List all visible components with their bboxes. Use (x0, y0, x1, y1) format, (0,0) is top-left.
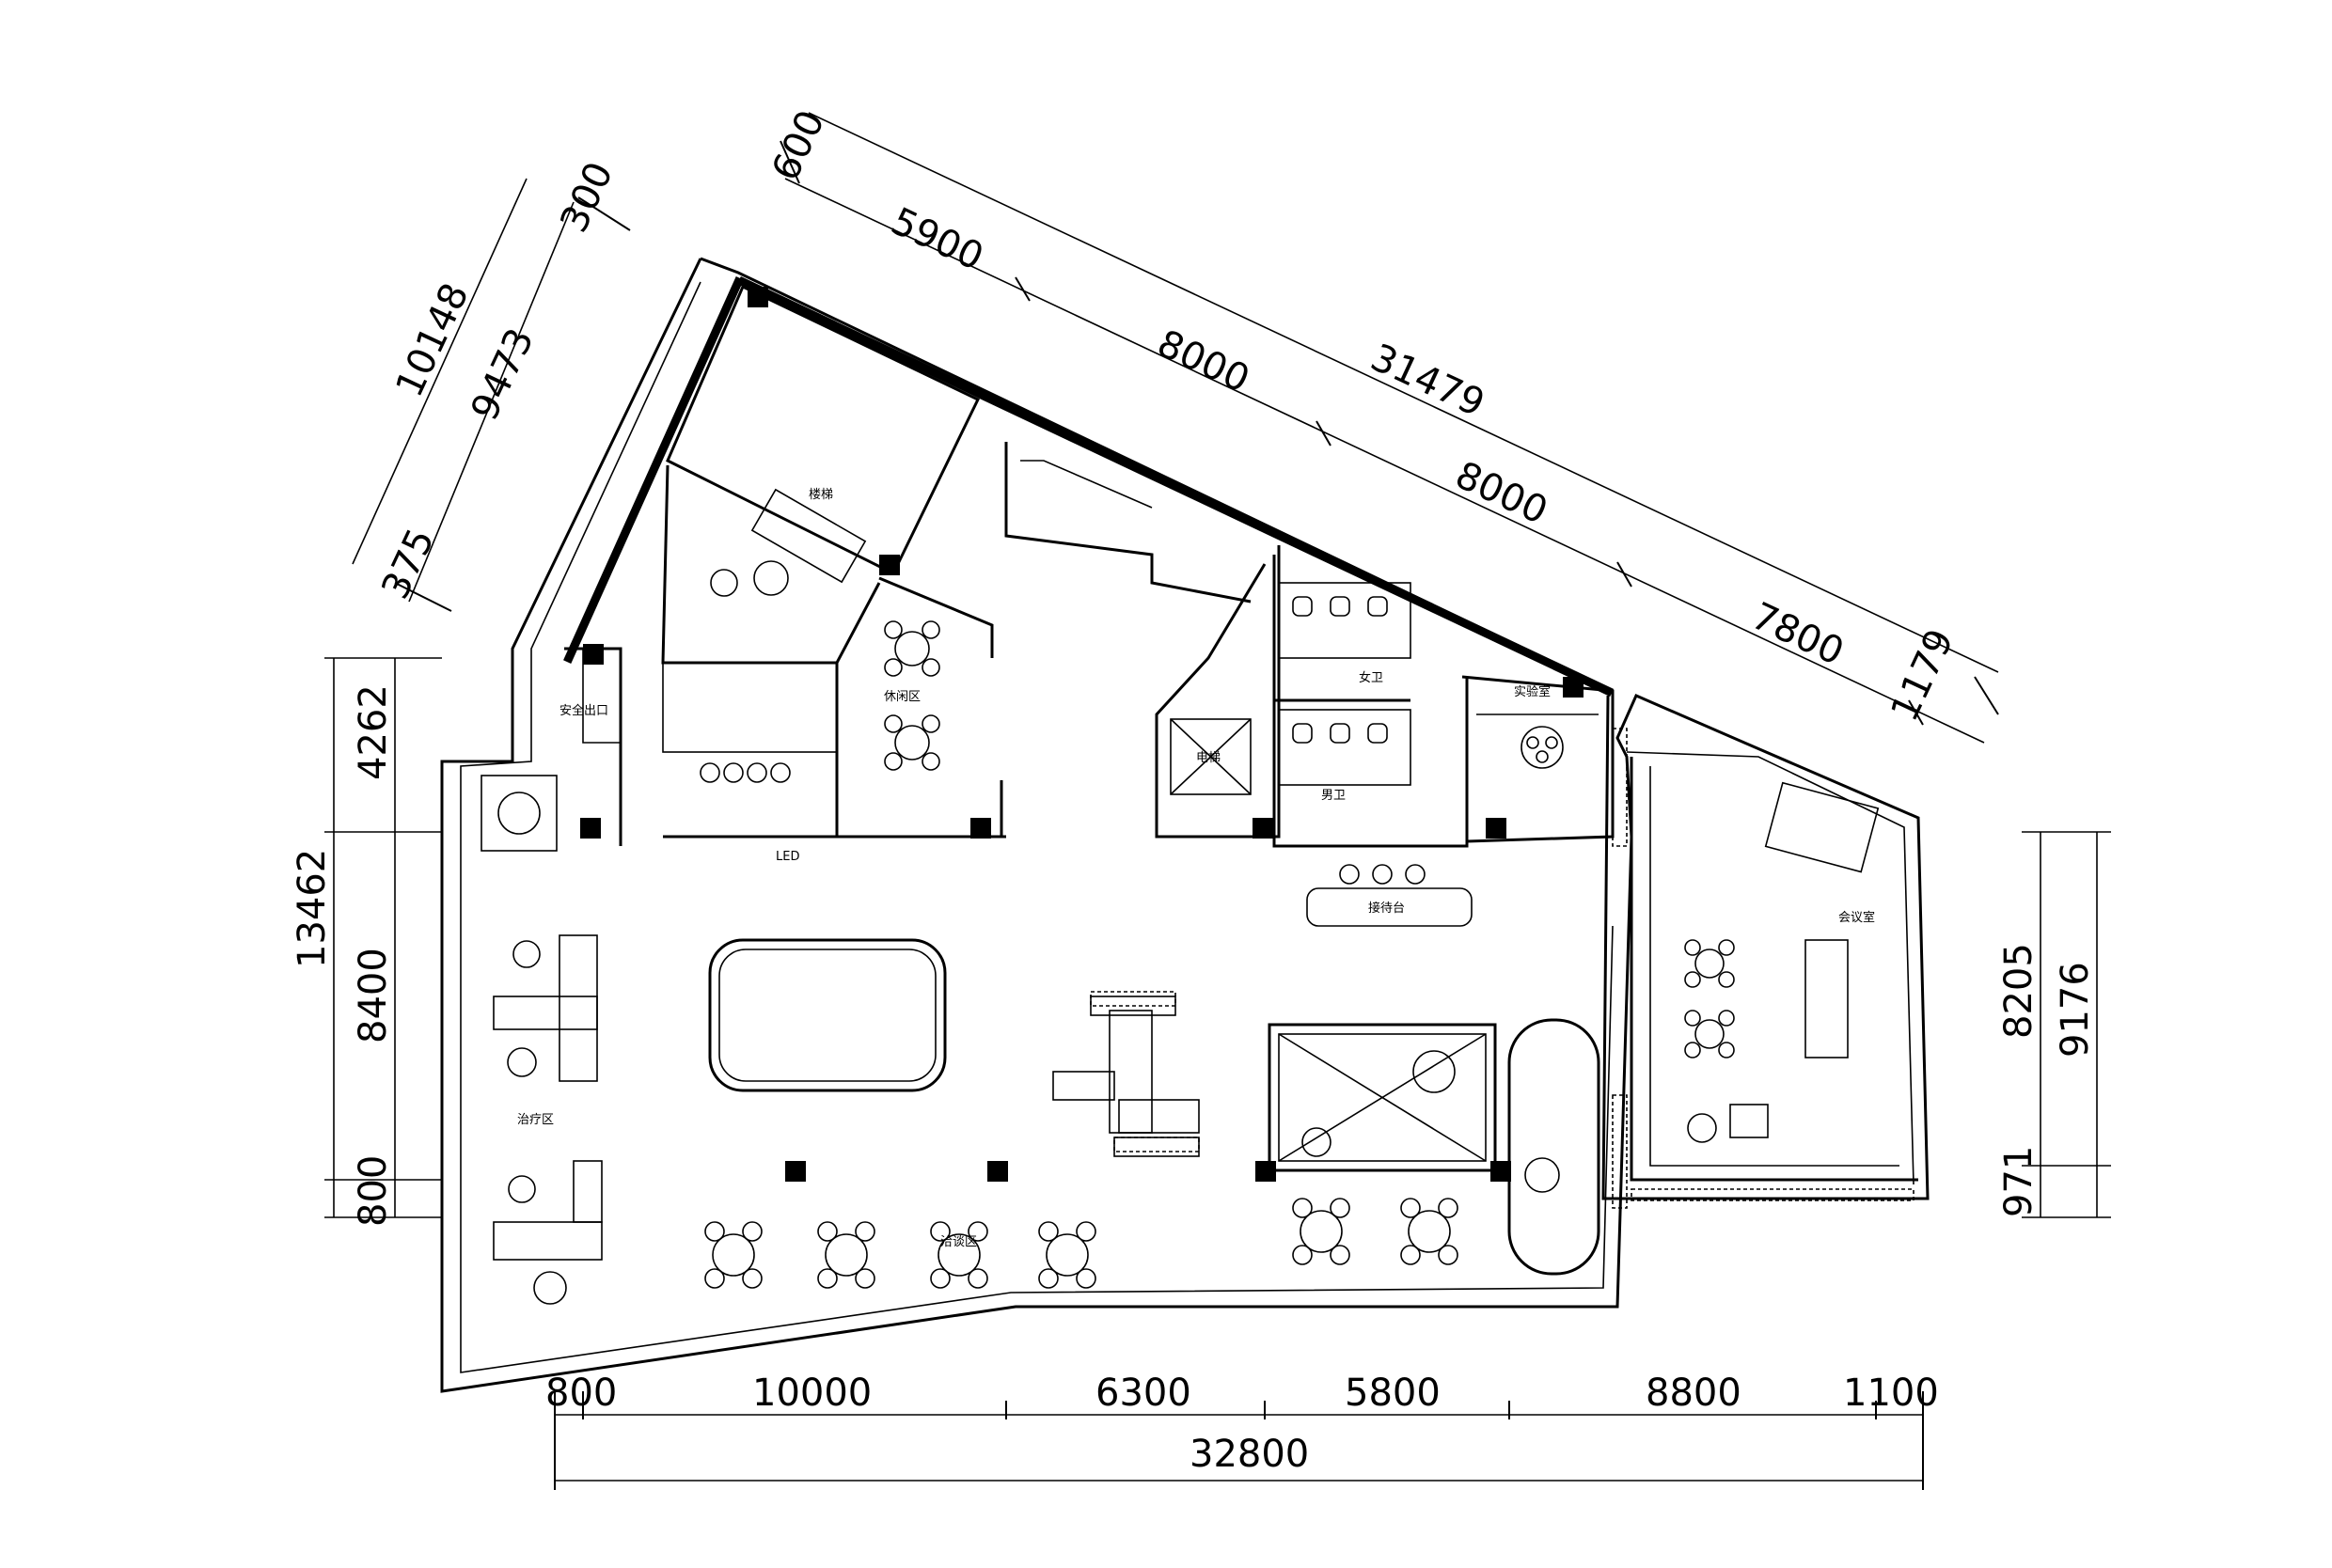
building-outline (440, 257, 1930, 1393)
dim-top-8000a: 8000 (1151, 321, 1256, 401)
label-right-room: 会议室 (1838, 910, 1875, 925)
dim-right-8205: 8205 (1997, 943, 2040, 1039)
round-table-7 (884, 620, 940, 677)
furniture (481, 488, 1914, 1305)
round-table-5 (1292, 1198, 1350, 1265)
dim-left-300: 300 (552, 156, 622, 240)
dimension-lines (324, 112, 2111, 1490)
label-mid-top: 休闲区 (884, 690, 921, 704)
round-table-1 (704, 1221, 763, 1289)
dim-bottom-6300: 6300 (1095, 1372, 1191, 1415)
label-top-stair: 楼梯 (809, 488, 833, 502)
round-table-8 (884, 714, 940, 771)
label-center-bottom: 洽谈区 (940, 1235, 977, 1249)
round-table-4 (1038, 1221, 1096, 1289)
dim-bottom-8800: 8800 (1646, 1372, 1741, 1415)
label-lower-left: 治疗区 (517, 1113, 554, 1127)
round-table-6 (1400, 1198, 1458, 1265)
dim-vert-8400: 8400 (352, 948, 395, 1043)
dim-left-9473: 9473 (463, 322, 543, 428)
label-reception: 接待台 (1368, 901, 1405, 916)
round-table-9 (1684, 939, 1735, 988)
interior-walls (564, 284, 1918, 1182)
dim-top-31479: 31479 (1364, 336, 1491, 425)
label-girls-toilet: 女卫 (1359, 670, 1383, 685)
dim-right-971: 971 (1997, 1146, 2040, 1217)
dim-top-8000b: 8000 (1449, 453, 1554, 533)
dim-bottom-10000: 10000 (752, 1372, 872, 1415)
dim-top-7800: 7800 (1745, 594, 1851, 674)
dim-bottom-800: 800 (545, 1372, 617, 1415)
dim-bottom-1100: 1100 (1843, 1372, 1939, 1415)
dim-vert-13462: 13462 (291, 849, 334, 968)
label-lift: 电梯 (1196, 751, 1221, 765)
dim-left-375: 375 (373, 523, 443, 606)
dim-bottom-5800: 5800 (1345, 1372, 1441, 1415)
round-table-10 (1684, 1010, 1735, 1058)
round-table-3 (930, 1221, 988, 1289)
dim-vert-4262: 4262 (352, 684, 395, 780)
round-table-2 (817, 1221, 875, 1289)
dim-top-600: 600 (764, 104, 833, 188)
dim-left-10148: 10148 (387, 276, 477, 403)
dim-vert-800: 800 (352, 1155, 395, 1227)
dim-right-9176: 9176 (2054, 962, 2097, 1058)
label-boys-toilet: 男卫 (1321, 789, 1346, 803)
dim-top-5900: 5900 (885, 199, 990, 279)
label-lab: 实验室 (1514, 684, 1551, 699)
dim-top-1179: 1179 (1883, 623, 1962, 729)
dim-bottom-total: 32800 (1190, 1433, 1309, 1476)
room-labels: 女卫 男卫 实验室 治疗区 洽谈区 接待台 会议室 楼梯 电梯 LED 安全出口… (517, 488, 1875, 1249)
structural-columns (580, 287, 1584, 1182)
label-left-top: 安全出口 (559, 703, 608, 718)
label-led: LED (776, 850, 799, 864)
